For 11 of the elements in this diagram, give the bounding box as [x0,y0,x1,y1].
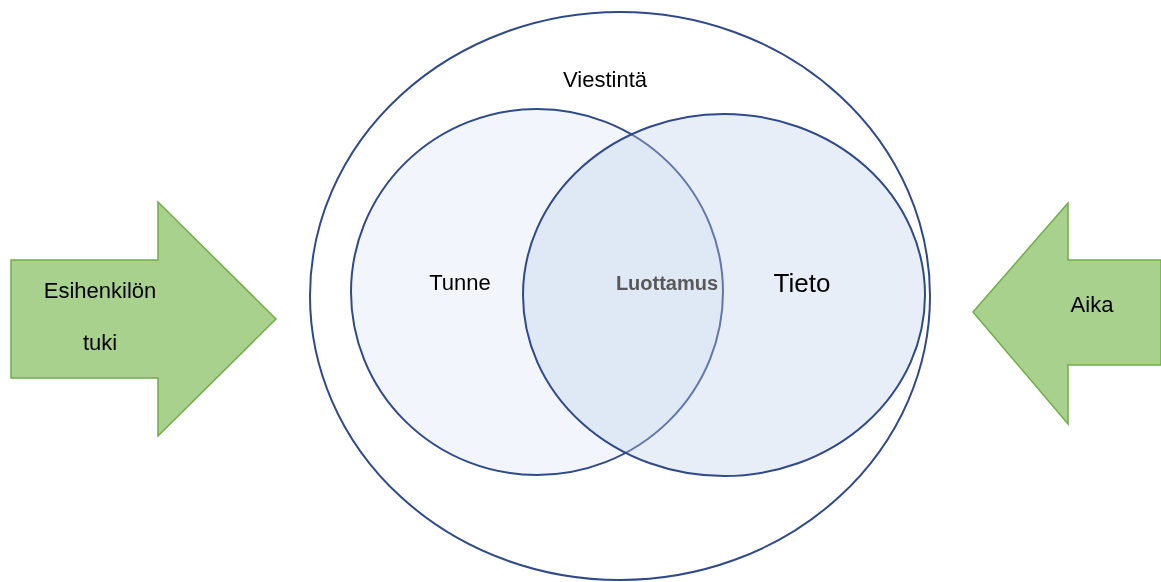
right-circle [522,113,926,477]
node-label: Tunne [428,270,492,297]
block-arrow [10,201,277,437]
node-label: Viestintä [562,67,648,94]
outer-ellipse [309,11,931,581]
node-label: Tieto [772,267,832,299]
node-label: Esihenkilön tuki [42,277,158,357]
left-circle [350,108,724,476]
node-label: Aika [1069,292,1115,319]
overlap-label: Luottamus [615,271,719,295]
block-arrow [972,202,1161,425]
